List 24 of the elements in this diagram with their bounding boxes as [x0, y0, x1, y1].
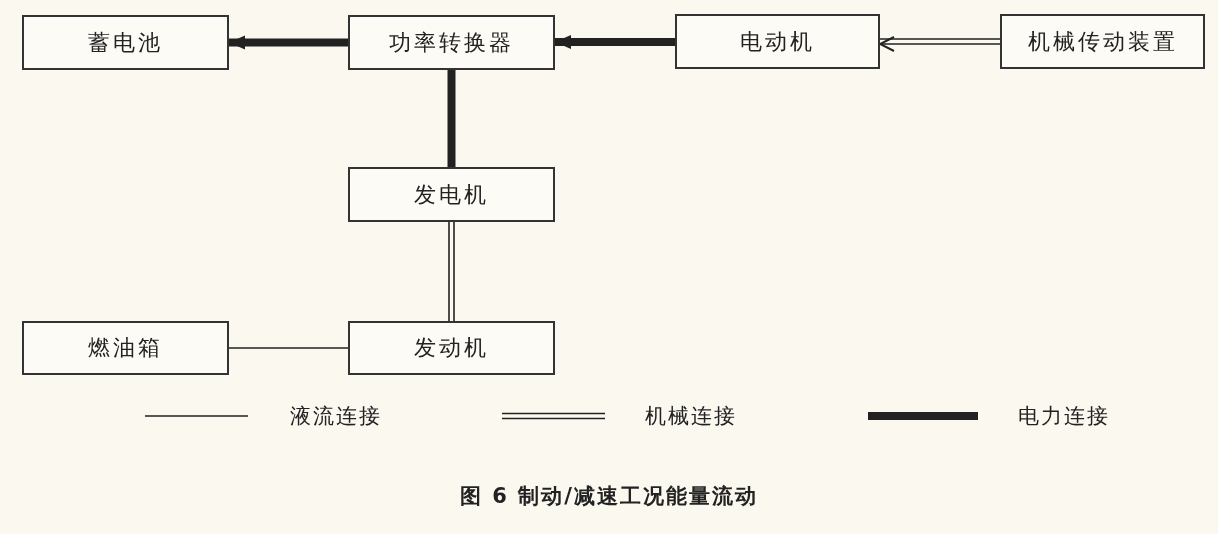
- figure-caption: 图 6 制动/减速工况能量流动: [460, 484, 758, 508]
- process-box: [348, 321, 555, 375]
- node-label: 功率转换器: [389, 28, 514, 57]
- node-label: 电动机: [740, 27, 815, 56]
- arrow: [879, 36, 1001, 52]
- node-label: 蓄电池: [88, 28, 163, 57]
- node-label: 发电机: [414, 180, 489, 209]
- node-label: 机械传动装置: [1027, 27, 1178, 56]
- node-label: 发动机: [414, 334, 489, 362]
- process-box: [22, 321, 229, 375]
- legend-label: 电力连接: [1018, 403, 1110, 430]
- arrow: [555, 35, 675, 49]
- connector-line: [228, 347, 349, 349]
- legend-label: 机械连接: [645, 403, 737, 430]
- legend-label: 液流连接: [290, 403, 382, 430]
- connector-line: [448, 221, 455, 322]
- process-box: [1000, 14, 1205, 69]
- process-box: [348, 15, 555, 70]
- process-box: [348, 167, 555, 222]
- process-box: [675, 14, 880, 69]
- node-label: 燃油箱: [88, 334, 163, 362]
- process-box: [22, 15, 229, 70]
- connector-line: [447, 70, 456, 167]
- arrow: [229, 35, 348, 50]
